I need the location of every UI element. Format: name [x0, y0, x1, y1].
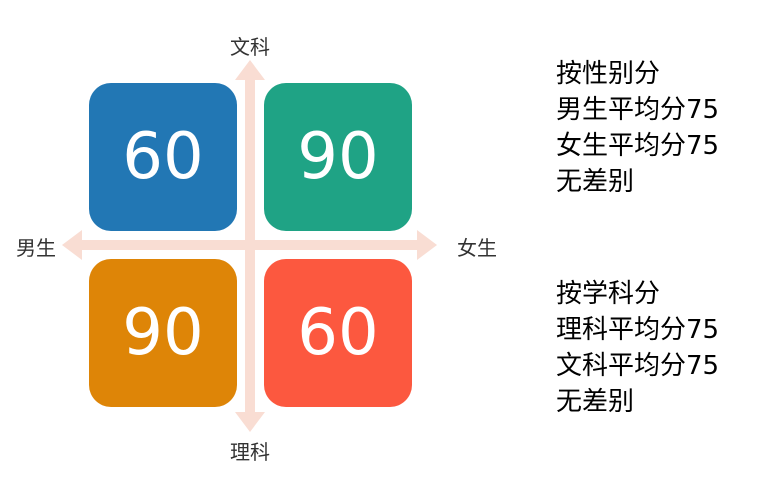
arrow-left-icon [62, 230, 82, 260]
quadrant-top-right: 90 [264, 83, 412, 231]
arrow-up-icon [235, 60, 265, 80]
arrow-right-icon [417, 230, 437, 260]
notes-heading: 按性别分 [556, 59, 661, 89]
quadrant-bottom-right-value: 60 [297, 296, 379, 370]
quadrant-top-left-value: 60 [122, 120, 204, 194]
axis-label-bottom: 理科 [230, 440, 270, 464]
notes-line: 男生平均分75 [556, 95, 720, 125]
axis-label-right: 女生 [457, 236, 497, 260]
notes-line: 女生平均分75 [556, 131, 720, 161]
axis-label-top: 文科 [230, 35, 270, 59]
notes-heading: 按学科分 [556, 279, 661, 309]
notes-by-subject: 按学科分 理科平均分75 文科平均分75 无差别 [556, 276, 719, 420]
arrow-down-icon [235, 412, 265, 432]
quadrant-bottom-left-value: 90 [122, 296, 204, 370]
notes-by-gender: 按性别分 男生平均分75 女生平均分75 无差别 [556, 56, 719, 200]
quadrant-bottom-left: 90 [89, 259, 237, 407]
axis-label-left: 男生 [16, 236, 56, 260]
notes-line: 理科平均分75 [556, 315, 720, 345]
notes-line: 无差别 [556, 167, 635, 197]
notes-line: 文科平均分75 [556, 351, 720, 381]
quadrant-top-right-value: 90 [297, 120, 379, 194]
notes-line: 无差别 [556, 387, 635, 417]
quadrant-top-left: 60 [89, 83, 237, 231]
quadrant-bottom-right: 60 [264, 259, 412, 407]
